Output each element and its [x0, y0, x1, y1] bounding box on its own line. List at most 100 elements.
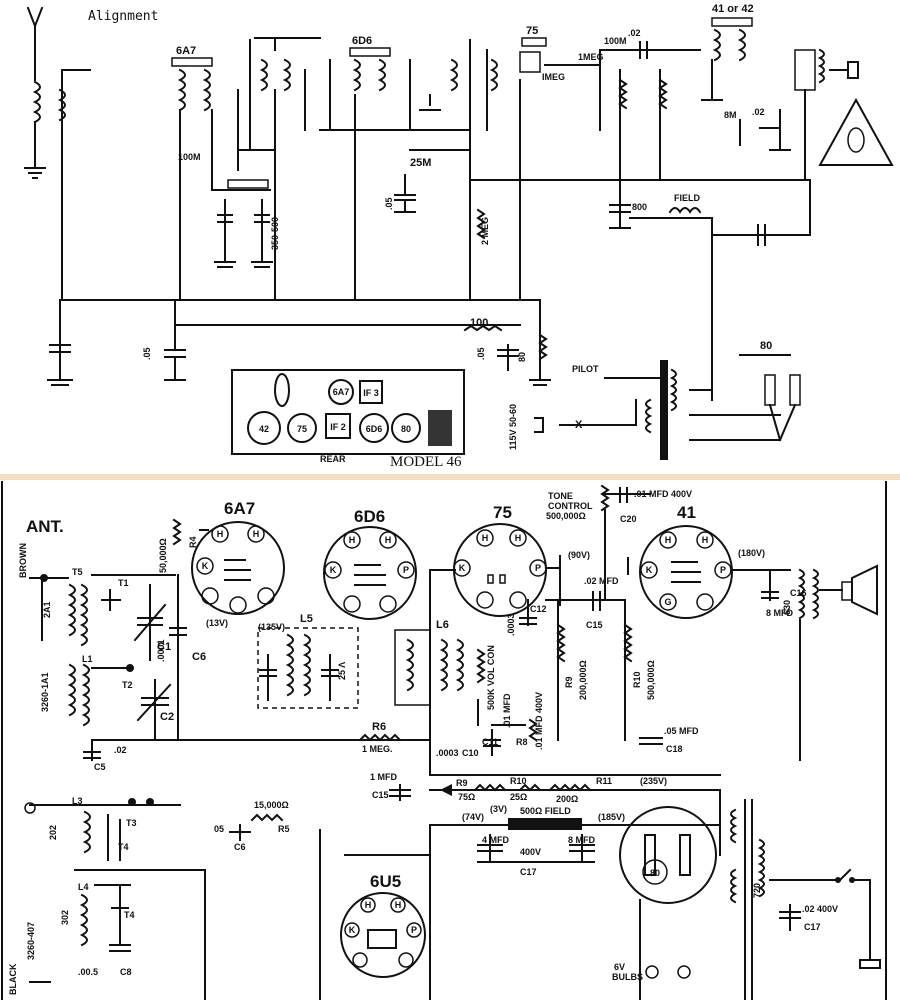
svg-text:BULBS: BULBS — [612, 972, 643, 982]
svg-text:H: H — [515, 533, 522, 543]
b-plus-rail: R9 75Ω R10 25Ω R11 200Ω (235V) (74V) (3V… — [429, 774, 721, 877]
svg-text:(135V): (135V) — [258, 622, 285, 632]
svg-text:K: K — [349, 925, 356, 935]
svg-text:R5: R5 — [278, 824, 290, 834]
svg-text:75Ω: 75Ω — [458, 792, 475, 802]
svg-text:PILOT: PILOT — [572, 364, 599, 374]
svg-text:.02: .02 — [628, 28, 641, 38]
svg-text:K: K — [646, 565, 653, 575]
svg-text:H: H — [482, 533, 489, 543]
top-tube-6a7-label: 6A7 — [176, 45, 196, 57]
power-transformer: 720 .02 400V C17 — [730, 799, 881, 1000]
svg-text:C16: C16 — [790, 588, 807, 598]
svg-text:C6: C6 — [192, 651, 206, 663]
svg-text:IF 2: IF 2 — [330, 422, 346, 432]
svg-text:.01 MFD 400V: .01 MFD 400V — [634, 489, 692, 499]
svg-text:BLACK: BLACK — [8, 963, 18, 995]
svg-text:.02: .02 — [114, 745, 127, 755]
svg-text:4 MFD: 4 MFD — [482, 835, 510, 845]
tube-80: 80 6V BULBS — [612, 789, 721, 1000]
svg-text:IF 3: IF 3 — [363, 388, 379, 398]
tube-6d6-label: 6D6 — [354, 507, 385, 526]
svg-text:50,000Ω: 50,000Ω — [158, 538, 168, 573]
tube-6a7-label: 6A7 — [224, 499, 255, 518]
svg-text:(74V): (74V) — [462, 812, 484, 822]
svg-text:75: 75 — [297, 424, 307, 434]
svg-text:.01 MFD: .01 MFD — [502, 693, 512, 728]
svg-text:R10: R10 — [510, 776, 527, 786]
if-transformer-1: 25 Λ — [257, 627, 359, 709]
svg-text:C17: C17 — [804, 922, 821, 932]
svg-text:R8: R8 — [516, 737, 528, 747]
svg-text:.0003: .0003 — [436, 748, 459, 758]
svg-text:L5: L5 — [300, 613, 313, 625]
svg-text:80: 80 — [760, 340, 772, 352]
svg-text:.05: .05 — [476, 347, 486, 360]
svg-text:G: G — [664, 597, 671, 607]
bottom-schematic: ANT. BROWN BLACK 2A1 T5 T1 C1 .0001 C6 — [1, 481, 887, 1000]
rear-label: REAR — [320, 454, 346, 464]
antenna-label: ANT. — [26, 517, 64, 536]
svg-text:R9: R9 — [564, 676, 574, 688]
tube-75-label: 75 — [493, 503, 512, 522]
tube-6u5: 6U5 H H K P — [319, 824, 431, 1000]
svg-text:.05 MFD: .05 MFD — [664, 726, 699, 736]
svg-text:BROWN: BROWN — [18, 543, 28, 578]
svg-text:1MEG: 1MEG — [578, 52, 604, 62]
svg-text:6A7: 6A7 — [333, 387, 350, 397]
svg-text:(13V): (13V) — [206, 618, 228, 628]
antenna-coil-section: 2A1 T5 T1 C1 .0001 C6 — [29, 567, 206, 741]
svg-text:C11: C11 — [482, 737, 498, 747]
antenna-symbol — [24, 6, 46, 179]
svg-text:2A1: 2A1 — [42, 601, 52, 618]
svg-text:T4: T4 — [118, 842, 129, 852]
top-power-section: 100 .05 80 PILOT X 115V 50-60 80 — [463, 299, 801, 460]
svg-text:500K VOL CON: 500K VOL CON — [486, 645, 496, 710]
svg-text:.05: .05 — [142, 347, 152, 360]
svg-text:H: H — [349, 535, 356, 545]
svg-text:500,000Ω: 500,000Ω — [646, 660, 656, 700]
svg-text:.0003: .0003 — [506, 613, 516, 636]
tube-6d6: 6D6 H H K P (135V) L5 — [258, 507, 417, 632]
output-speaker: 630 — [782, 564, 878, 761]
svg-text:C6: C6 — [234, 842, 246, 852]
svg-text:6V: 6V — [614, 962, 625, 972]
svg-text:6D6: 6D6 — [366, 424, 383, 434]
svg-text:R4: R4 — [188, 536, 198, 548]
svg-text:25Ω: 25Ω — [510, 792, 527, 802]
oscillator-coil-section: 3260-1A1 L1 T2 C2 .02 C5 — [40, 654, 431, 772]
model-number: MODEL 46 — [390, 454, 462, 470]
svg-text:H: H — [702, 535, 709, 545]
svg-text:T1: T1 — [118, 578, 129, 588]
svg-text:K: K — [330, 565, 337, 575]
alignment-title: Alignment — [88, 9, 158, 24]
tube-41-label: 41 — [677, 503, 696, 522]
svg-text:05: 05 — [214, 824, 224, 834]
svg-text:H: H — [365, 900, 372, 910]
svg-text:L4: L4 — [78, 882, 89, 892]
svg-text:FIELD: FIELD — [674, 193, 700, 203]
svg-text:H: H — [385, 535, 392, 545]
svg-text:CONTROL: CONTROL — [548, 501, 593, 511]
svg-text:X: X — [575, 419, 583, 431]
svg-text:.01 MFD 400V: .01 MFD 400V — [534, 692, 544, 750]
svg-text:8 MFD: 8 MFD — [766, 608, 794, 618]
tube-75: 75 H H K P (90V) C12 .0003 — [453, 503, 626, 636]
top-tube-41-label: 41 or 42 — [712, 3, 754, 15]
svg-text:80: 80 — [650, 868, 660, 878]
svg-text:C1: C1 — [157, 641, 171, 653]
top-6d6-stage: 6D6 25M .05 — [319, 35, 471, 301]
svg-text:15,000Ω: 15,000Ω — [254, 800, 289, 810]
svg-text:C15: C15 — [586, 620, 603, 630]
svg-text:8 MFD: 8 MFD — [568, 835, 596, 845]
top-speaker-icon — [818, 97, 894, 166]
mid-rail: R6 1 MEG. .0003 C10 — [199, 721, 479, 758]
svg-text:800: 800 — [632, 202, 647, 212]
svg-text:L1: L1 — [82, 654, 93, 664]
svg-text:H: H — [217, 529, 224, 539]
svg-text:P: P — [720, 565, 726, 575]
svg-text:200,000Ω: 200,000Ω — [578, 660, 588, 700]
svg-text:P: P — [403, 565, 409, 575]
svg-text:C15: C15 — [372, 790, 389, 800]
